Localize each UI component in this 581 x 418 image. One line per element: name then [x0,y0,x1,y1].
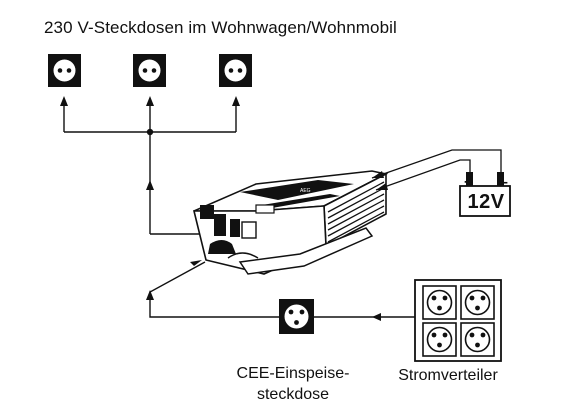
outlet-2-icon [133,54,166,87]
battery-voltage-label: 12V [467,191,505,213]
cee-inlet-label: CEE-Einspeise- steckdose [228,363,358,405]
arrowheads-input [146,260,381,321]
inverter-brand: AEG [300,188,311,194]
battery-icon [459,172,511,217]
battery-minus-label: – [499,174,508,191]
input-wiring [149,261,415,318]
distributor-label: Stromverteiler [398,367,498,384]
power-distributor-icon [414,279,502,362]
cee-label-line1: CEE-Einspeise- [236,365,350,382]
diagram-title: 230 V-Steckdosen im Wohnwagen/Wohnmobil [44,18,397,37]
outlet-3-icon [219,54,252,87]
battery-cables [371,149,502,191]
battery-plus-label: + [464,174,474,191]
cee-socket-icon [279,299,314,334]
outlet-1-icon [48,54,81,87]
cee-label-line2: steckdose [256,386,330,403]
arrowheads-battery [372,171,388,190]
inverter-icon: AEG [192,170,389,275]
junction-dot [146,128,154,136]
